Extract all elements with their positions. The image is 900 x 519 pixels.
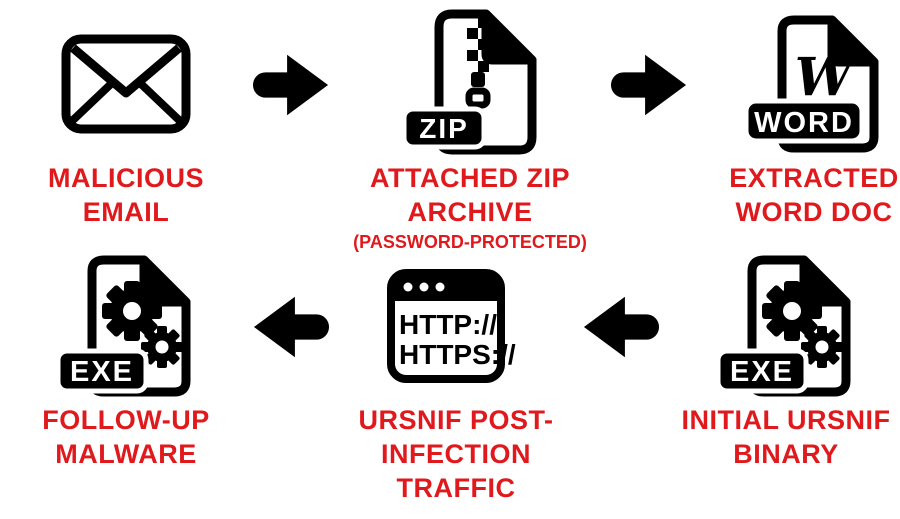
- zip-badge-text: ZIP: [419, 113, 469, 144]
- step-word-doc: W WORD EXTRACTED WORD DOC: [688, 10, 900, 230]
- step-label-malicious-email: MALICIOUS EMAIL: [48, 163, 204, 227]
- step-label-word-doc: EXTRACTED WORD DOC: [729, 163, 899, 227]
- https-address-text: HTTPS://: [399, 339, 516, 370]
- step-follow-up-malware: EXE FOLLOW-UP MALWARE: [0, 252, 252, 472]
- arrow-left-icon: [582, 292, 660, 362]
- step-label-initial-ursnif-binary: INITIAL URSNIF BINARY: [681, 405, 891, 469]
- step-initial-ursnif-binary: EXE INITIAL URSNIF BINARY: [660, 252, 900, 472]
- exe-file-icon: EXE: [55, 252, 196, 400]
- arrow-right-icon: [610, 50, 688, 120]
- exe-file-icon: EXE: [715, 252, 856, 400]
- step-label-follow-up-malware: FOLLOW-UP MALWARE: [42, 405, 210, 469]
- word-doc-icon: W WORD: [743, 10, 884, 158]
- gear-icon: [102, 281, 162, 341]
- zip-file-icon: ZIP: [401, 9, 538, 158]
- step-sublabel-password-protected: (PASSWORD-PROTECTED): [353, 231, 587, 252]
- bottom-row: EXE FOLLOW-UP MALWARE HTTP://: [0, 252, 900, 509]
- exe-badge-text: EXE: [730, 356, 794, 388]
- step-malicious-email: MALICIOUS EMAIL: [0, 10, 252, 230]
- step-post-infection-traffic: HTTP:// HTTPS:// URSNIF POST- INFECTION …: [330, 252, 582, 505]
- step-zip-archive: ZIP ATTACHED ZIP ARCHIVE (PASSWORD-PROTE…: [330, 9, 610, 253]
- exe-badge-text: EXE: [70, 356, 134, 388]
- step-label-post-infection-traffic: URSNIF POST- INFECTION TRAFFIC: [358, 405, 554, 503]
- gear-icon: [141, 326, 183, 368]
- gear-icon: [762, 281, 822, 341]
- word-letter-text: W: [795, 47, 858, 108]
- arrow-left-icon: [252, 292, 330, 362]
- word-badge-text: WORD: [754, 107, 854, 139]
- gear-icon: [801, 326, 843, 368]
- arrow-right-icon: [252, 50, 330, 120]
- email-icon: [60, 10, 192, 158]
- step-label-zip-archive: ATTACHED ZIP ARCHIVE: [370, 163, 570, 227]
- browser-https-icon: HTTP:// HTTPS://: [386, 252, 526, 400]
- http-address-text: HTTP://: [399, 309, 497, 340]
- top-row: MALICIOUS EMAIL: [0, 0, 900, 252]
